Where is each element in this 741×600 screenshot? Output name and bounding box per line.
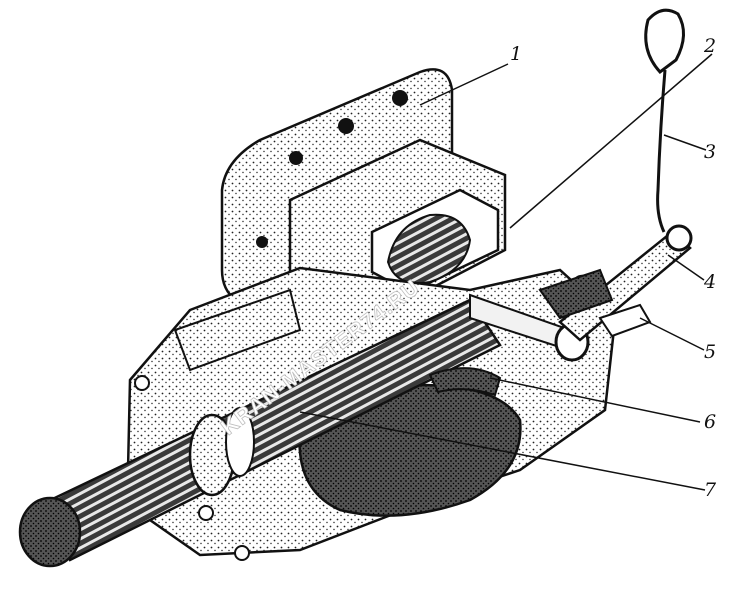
callout-1: 1 <box>510 43 522 65</box>
pull-ring <box>644 8 685 75</box>
flange-bolt-hole <box>256 236 268 248</box>
shift-fork <box>428 367 502 397</box>
callout-6: 6 <box>704 411 716 433</box>
housing-bolt <box>198 505 214 521</box>
housing-bolt <box>134 375 150 391</box>
flange-bolt-hole <box>392 90 408 106</box>
callout-4: 4 <box>703 271 716 293</box>
cover-plate <box>173 288 302 372</box>
leader-line-6 <box>489 377 701 423</box>
leader-line-5 <box>639 317 705 351</box>
callout-3: 3 <box>704 141 716 163</box>
leader-line-7 <box>299 411 706 491</box>
callout-7: 7 <box>704 479 717 501</box>
shaft-end <box>18 496 82 568</box>
shaft-collar <box>225 407 255 477</box>
pull-rod <box>656 69 667 233</box>
leader-line-1 <box>419 63 509 106</box>
lever-bracket <box>538 268 614 320</box>
detent-plate <box>598 303 652 338</box>
housing-bolt <box>234 545 250 561</box>
flange-bolt-hole <box>289 151 303 165</box>
leader-line-4 <box>667 254 705 281</box>
leader-line-2 <box>509 53 713 229</box>
callout-2: 2 <box>703 35 716 57</box>
flange-bolt-hole <box>338 118 354 134</box>
leader-line-3 <box>663 134 707 151</box>
control-lever <box>558 230 692 342</box>
lever-pivot <box>665 224 693 252</box>
callout-5: 5 <box>704 341 716 363</box>
